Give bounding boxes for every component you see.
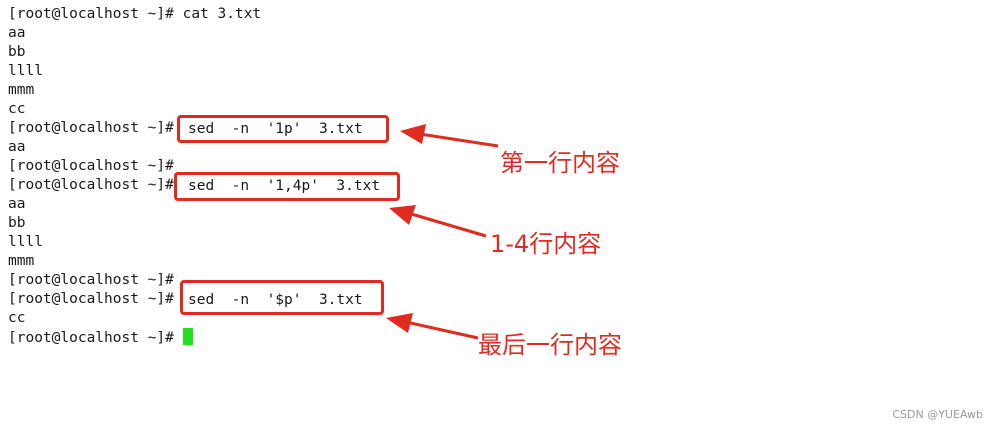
annotation-label-3: 最后一行内容 xyxy=(478,331,622,359)
terminal-line: mmm xyxy=(8,82,35,98)
terminal-line: cc xyxy=(8,101,26,117)
terminal-line: aa xyxy=(8,25,26,41)
annotation-label-1: 第一行内容 xyxy=(500,149,620,177)
terminal-line: mmm xyxy=(8,253,35,269)
terminal-line: [root@localhost ~]# xyxy=(8,328,261,347)
terminal-line: llll xyxy=(8,234,43,250)
terminal-line: llll xyxy=(8,63,43,79)
arrow-1 xyxy=(400,124,499,148)
prompt: [root@localhost ~]# xyxy=(8,330,183,346)
terminal-cursor xyxy=(182,328,193,345)
arrow-3 xyxy=(386,313,479,340)
terminal-line: [root@localhost ~]# xyxy=(8,272,174,288)
terminal-line: bb xyxy=(8,44,26,60)
terminal-line: cc xyxy=(8,310,26,326)
watermark: CSDN @YUEAwb xyxy=(892,408,983,421)
terminal-line: bb xyxy=(8,215,26,231)
terminal-line: [root@localhost ~]# cat 3.txt xyxy=(8,6,262,22)
command-highlight-box-2 xyxy=(174,172,400,201)
terminal-line: aa xyxy=(8,196,26,212)
terminal-line: [root@localhost ~]# xyxy=(8,120,183,136)
arrow-2 xyxy=(389,205,487,238)
command-highlight-box-3 xyxy=(180,280,384,315)
command-text-3: sed -n '$p' 3.txt xyxy=(188,292,363,308)
terminal-line: [root@localhost ~]# xyxy=(8,291,183,307)
annotation-label-2: 1-4行内容 xyxy=(490,230,602,258)
command-highlight-box-1 xyxy=(177,115,389,143)
terminal-line: [root@localhost ~]# xyxy=(8,177,183,193)
command-text-2: sed -n '1,4p' 3.txt xyxy=(188,178,381,194)
terminal-line: [root@localhost ~]# xyxy=(8,158,174,174)
terminal-line: aa xyxy=(8,139,26,155)
terminal-output[interactable]: [root@localhost ~]# cat 3.txt aa bb llll… xyxy=(8,5,261,347)
command-text-1: sed -n '1p' 3.txt xyxy=(188,121,363,137)
